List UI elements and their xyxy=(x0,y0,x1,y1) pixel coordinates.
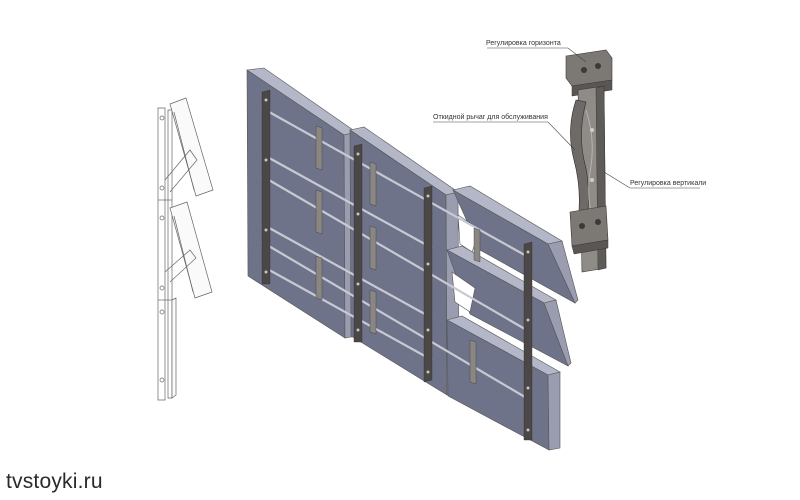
post-bolts xyxy=(264,98,530,432)
panel-brackets xyxy=(315,125,481,385)
leader-lines xyxy=(433,47,700,189)
mount-detail xyxy=(565,49,613,273)
vertical-posts xyxy=(261,89,533,441)
leader-vertical-adjust xyxy=(603,171,700,189)
label-vertical-adjust: Регулировка вертикали xyxy=(630,180,707,187)
leader-service-lever xyxy=(433,121,576,151)
side-view-sketch xyxy=(157,97,214,401)
label-horizontal-adjust: Регулировка горизонта xyxy=(486,40,561,47)
video-wall-assembly xyxy=(246,67,579,451)
right-screens xyxy=(446,185,579,451)
horizontal-rails xyxy=(261,107,531,401)
label-service-lever: Откидной рычаг для обслуживания xyxy=(433,114,548,121)
leader-horizontal-adjust xyxy=(487,47,587,63)
watermark: tvstoyki.ru xyxy=(6,470,103,493)
